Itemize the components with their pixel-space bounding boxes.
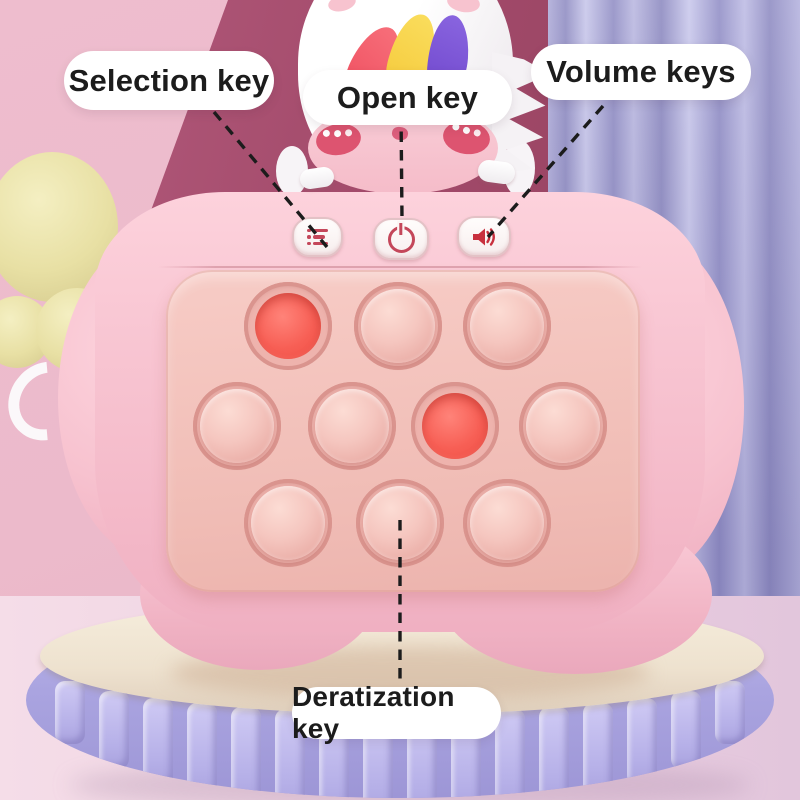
power-button xyxy=(373,218,429,260)
bubble-dome xyxy=(361,289,435,363)
selection-button xyxy=(292,217,343,257)
pop-bubble xyxy=(356,479,444,567)
callout-open-label: Open key xyxy=(336,79,479,115)
pedestal-rib xyxy=(99,690,129,769)
pedestal-rib xyxy=(539,706,569,798)
pedestal-rib xyxy=(55,680,85,745)
pop-bubble xyxy=(244,479,332,567)
pop-bubble xyxy=(193,382,281,470)
bubble-dome xyxy=(363,486,437,560)
pedestal-rib xyxy=(715,680,745,745)
power-icon xyxy=(387,222,415,253)
pop-bubble xyxy=(463,282,551,370)
console-seam-line xyxy=(158,266,642,268)
pop-bubble-pressed xyxy=(244,282,332,370)
pedestal-rib xyxy=(671,690,701,769)
bubble-pressed-surface xyxy=(422,393,488,459)
speaker-icon xyxy=(472,227,495,246)
callout-selection-label: Selection key xyxy=(68,62,270,98)
callout-selection-key: Selection key xyxy=(64,51,274,110)
pop-bubble xyxy=(463,479,551,567)
pedestal-rib xyxy=(187,702,217,798)
bubble-dome xyxy=(470,289,544,363)
callout-volume-label: Volume keys xyxy=(546,54,736,89)
bubble-dome xyxy=(200,389,274,463)
callout-deratization-label: Deratization key xyxy=(292,681,455,744)
volume-button xyxy=(457,216,511,257)
bubble-dome xyxy=(470,486,544,560)
bubble-dome xyxy=(251,486,325,560)
pop-bubble xyxy=(519,382,607,470)
callout-open-key: Open key xyxy=(303,70,512,125)
pedestal-rib xyxy=(143,697,173,786)
bubble-dome xyxy=(526,389,600,463)
callout-deratization-key: Deratization key xyxy=(292,681,501,744)
callout-volume-keys: Volume keys xyxy=(531,44,751,100)
pedestal-rib xyxy=(231,706,261,798)
bubble-pressed-surface xyxy=(255,293,321,359)
menu-list-icon xyxy=(307,228,328,246)
pedestal-rib xyxy=(583,702,613,798)
pedestal-rib xyxy=(627,697,657,786)
bubble-dome xyxy=(315,389,389,463)
pedestal-rib xyxy=(495,709,525,798)
pop-bubble xyxy=(308,382,396,470)
pop-bubble xyxy=(354,282,442,370)
pop-bubble-pressed xyxy=(411,382,499,470)
